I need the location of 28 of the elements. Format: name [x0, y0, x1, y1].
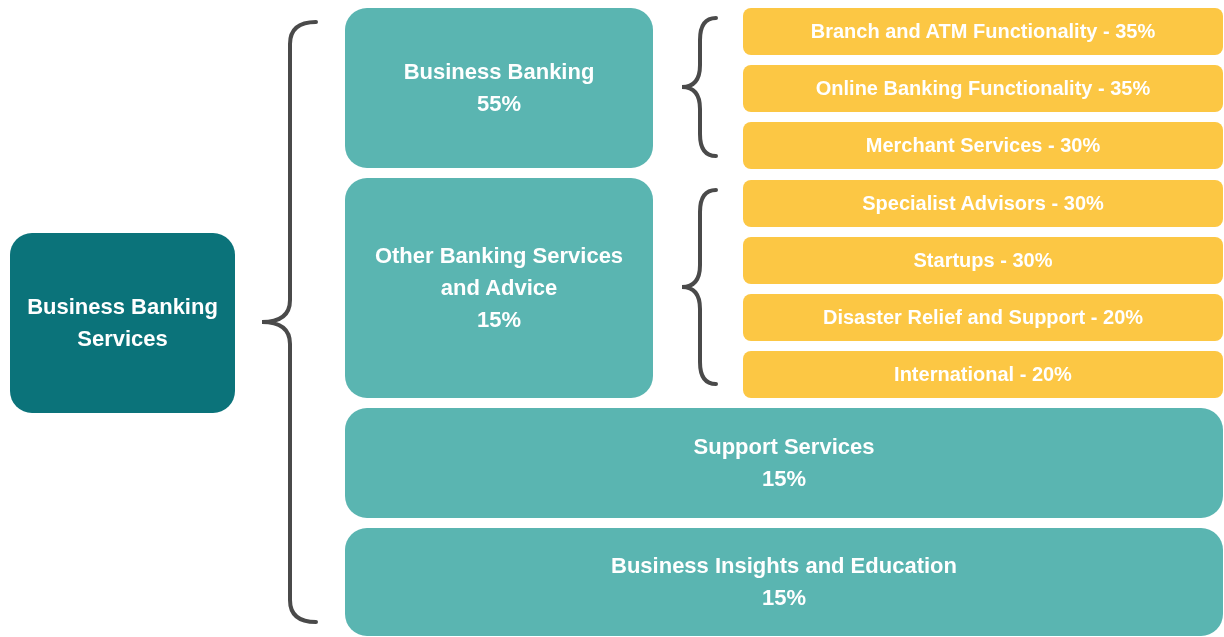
- category-label: Business Banking Services: [26, 293, 219, 353]
- category-label: Business Banking: [403, 58, 595, 87]
- category-box: [345, 8, 653, 168]
- percentage-label: 15%: [761, 584, 806, 612]
- category-label: Merchant Services - 30%: [865, 133, 1101, 158]
- category-label: International - 20%: [894, 362, 1072, 387]
- category-box: [345, 528, 1223, 636]
- subcategory-bar: [743, 65, 1223, 112]
- percentage-label: 15%: [476, 305, 521, 334]
- category-label: Specialist Advisors - 30%: [862, 191, 1104, 216]
- subcategory-bar: [743, 351, 1223, 398]
- category-label: Startups - 30%: [913, 248, 1053, 273]
- category-box: [345, 178, 653, 398]
- subcategory-bar: [743, 294, 1223, 341]
- category-box: [10, 233, 235, 413]
- subcategory-bar: [743, 180, 1223, 227]
- category-box: [345, 408, 1223, 518]
- category-label: Online Banking Functionality - 35%: [815, 76, 1151, 101]
- subcategory-bar: [743, 8, 1223, 55]
- subcategory-bar: [743, 122, 1223, 169]
- percentage-label: 55%: [476, 90, 521, 118]
- subcategory-bar: [743, 237, 1223, 284]
- category-label: Disaster Relief and Support - 20%: [822, 305, 1144, 330]
- category-label: Support Services: [693, 433, 875, 462]
- category-label: Business Insights and Education: [611, 552, 957, 581]
- percentage-label: 15%: [761, 465, 806, 493]
- category-label: Branch and ATM Functionality - 35%: [810, 19, 1156, 44]
- category-label: Other Banking Services and Advice: [373, 242, 625, 303]
